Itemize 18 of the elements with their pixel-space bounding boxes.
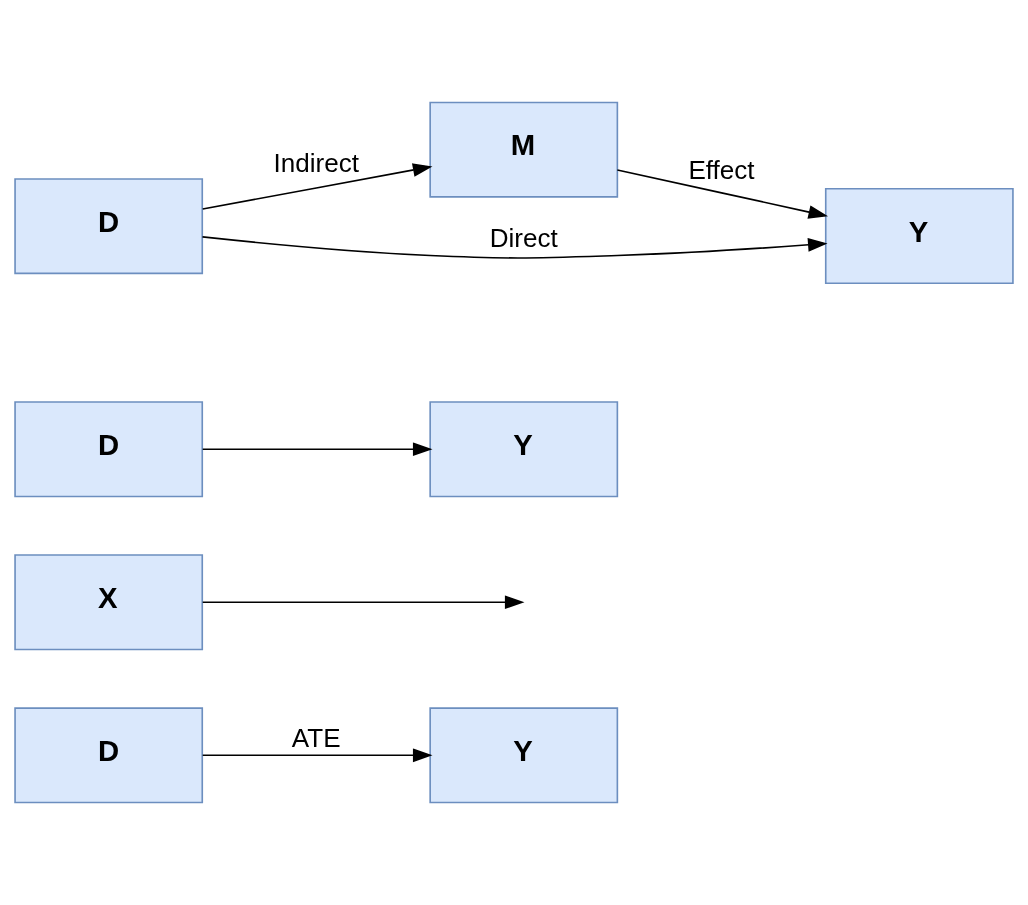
edge-label: Indirect <box>273 148 359 179</box>
edge-label: Effect <box>688 154 755 185</box>
node-box: Y <box>429 401 619 498</box>
arrow <box>201 595 525 610</box>
arrow <box>201 236 828 259</box>
node-box: D <box>14 707 204 804</box>
edge-label: Direct <box>489 223 558 254</box>
arrow <box>201 442 433 457</box>
arrow <box>616 169 829 219</box>
arrow <box>201 748 433 763</box>
node-box: D <box>14 178 204 275</box>
node-box: D <box>14 401 204 498</box>
node-box: Y <box>824 187 1014 284</box>
arrow <box>201 163 433 210</box>
edge-label: ATE <box>291 722 341 753</box>
node-box: M <box>429 101 619 198</box>
node-box: Y <box>429 707 619 804</box>
node-box: X <box>14 554 204 651</box>
